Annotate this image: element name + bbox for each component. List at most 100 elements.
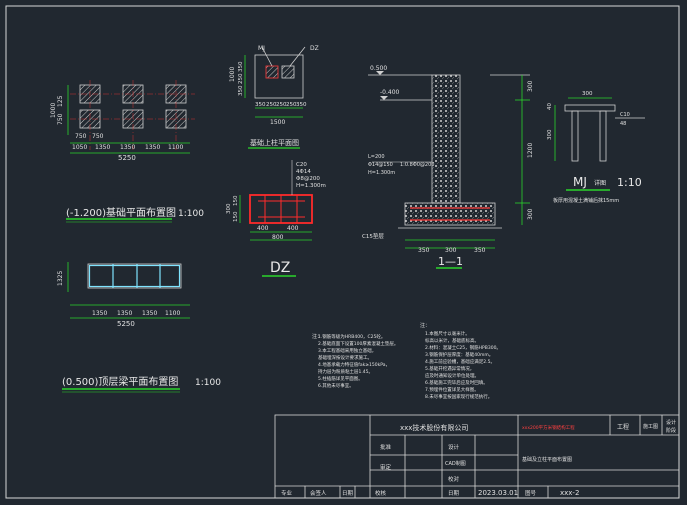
row-label: CAD制图 xyxy=(445,460,466,467)
foundation-plan xyxy=(67,80,195,154)
section-note: L=200 xyxy=(368,154,385,160)
drawing-date: 2023.03.01 xyxy=(478,489,518,497)
signoff-label: 专业 xyxy=(281,489,293,497)
dz-title: DZ xyxy=(270,260,290,276)
foundation-plan-dim: 125 xyxy=(57,95,64,107)
section-dim: 300 xyxy=(527,208,534,220)
section-note: Φ14@150 xyxy=(368,162,393,168)
signoff-label: 校核 xyxy=(375,489,387,497)
beam-plan-dim: 1350 xyxy=(92,310,107,317)
drawing-number: xxx-2 xyxy=(560,489,579,497)
footing-detail-dim: 350 xyxy=(238,61,244,72)
mj-detail xyxy=(554,97,645,162)
section-dim: 300 xyxy=(445,247,457,254)
signoff-label: 会签人 xyxy=(310,489,327,497)
beam-plan-dim: 1350 xyxy=(142,310,157,317)
foundation-plan-dim: 750 xyxy=(75,133,87,140)
beam-plan-dim: 1100 xyxy=(165,310,180,317)
svg-text:7.预埋件位置详见大样图。: 7.预埋件位置详见大样图。 xyxy=(425,386,479,393)
row-label: 设计 xyxy=(448,443,460,451)
dz-dim: 300 xyxy=(226,203,232,214)
section-dim: 1200 xyxy=(527,143,534,158)
svg-text:6.其他未尽事宜。: 6.其他未尽事宜。 xyxy=(318,382,354,389)
section-note: H=1.300m xyxy=(368,170,395,176)
dz-section xyxy=(239,160,313,241)
footing-detail-dim: 1000 xyxy=(229,67,236,82)
section-dim: 350 xyxy=(474,247,486,254)
svg-text:2.材料：混凝土C25，钢筋HPB300。: 2.材料：混凝土C25，钢筋HPB300。 xyxy=(425,344,501,351)
dz-dim: 400 xyxy=(257,225,269,232)
row-label: 批准 xyxy=(380,443,392,451)
svg-text:3.本工程基础采用独立基础，: 3.本工程基础采用独立基础， xyxy=(318,347,376,354)
svg-text:4.施工前应验槽，基础应满足2.5。: 4.施工前应验槽，基础应满足2.5。 xyxy=(425,358,495,365)
dz-dim: 150 xyxy=(233,195,239,206)
beam-plan-scale: 1:100 xyxy=(195,378,221,388)
notes-right-title: 注： xyxy=(420,322,430,329)
row-label: 审定 xyxy=(380,463,392,471)
section-1-1 xyxy=(368,71,530,249)
mj-suffix: 详图 xyxy=(594,179,606,187)
svg-text:持力层为粉质粘土层1.45。: 持力层为粉质粘土层1.45。 xyxy=(318,368,373,375)
section-elev-mid: -0.400 xyxy=(380,89,400,96)
footing-detail-dim: 350 xyxy=(296,102,307,108)
dz-dim: 800 xyxy=(272,234,284,241)
mj-dim: 40 xyxy=(547,103,553,110)
section-dim: 300 xyxy=(527,80,534,92)
footing-detail-dim: 1500 xyxy=(270,119,285,126)
mj-label: 48 xyxy=(620,121,626,127)
footing-detail xyxy=(244,46,306,118)
svg-text:2.基础底面下设置100厚素混凝土垫层。: 2.基础底面下设置100厚素混凝土垫层。 xyxy=(318,340,398,347)
company-name: xxx技术股份有限公司 xyxy=(400,423,468,432)
svg-text:应及时通知设计单位处理。: 应及时通知设计单位处理。 xyxy=(425,372,479,379)
svg-text:1.钢筋等级为HRB400，C25砼。: 1.钢筋等级为HRB400，C25砼。 xyxy=(318,333,385,340)
foundation-plan-dim: 1050 xyxy=(72,144,87,151)
beam-plan-dim: 1325 xyxy=(57,271,64,286)
drawing-name: 基础及立柱平面布置图 xyxy=(522,456,572,463)
mj-scale: 1:10 xyxy=(617,176,642,189)
svg-text:标高以米计，基础底标高。: 标高以米计，基础底标高。 xyxy=(425,337,479,344)
project-name: xxx200平方米钢结构工程 xyxy=(522,424,575,431)
foundation-plan-dim: 750 xyxy=(57,113,64,125)
foundation-plan-dim: 5250 xyxy=(118,154,136,162)
notes-right: 1.本图尺寸以毫米计。 标高以米计，基础底标高。 2.材料：混凝土C25，钢筋H… xyxy=(425,330,501,400)
svg-text:5.柱插筋详见平面图。: 5.柱插筋详见平面图。 xyxy=(318,375,363,382)
dz-note: H=1.300m xyxy=(296,183,326,189)
foundation-plan-title: (-1.200)基础平面布置图 xyxy=(66,206,176,219)
svg-text:基础埋深按设计要求施工。: 基础埋深按设计要求施工。 xyxy=(318,354,372,361)
signoff-label: 日期 xyxy=(342,490,354,497)
section-pad-label: C15垫层 xyxy=(362,232,384,240)
section-note: 1:0.8Φ0@200 xyxy=(400,162,434,168)
svg-text:6.基础施工完毕后应及时回填。: 6.基础施工完毕后应及时回填。 xyxy=(425,379,488,386)
footing-detail-caption: 基础上柱平面图 xyxy=(250,138,299,147)
footing-detail-dim: 250 xyxy=(276,102,287,108)
footing-detail-dim: 350 xyxy=(238,85,244,96)
beam-plan xyxy=(67,262,190,319)
notes-left: 1.钢筋等级为HRB400，C25砼。 2.基础底面下设置100厚素混凝土垫层。… xyxy=(318,333,398,389)
dz-note: C20 xyxy=(296,162,307,168)
svg-text:8.未尽事宜按国家现行规范执行。: 8.未尽事宜按国家现行规范执行。 xyxy=(425,393,492,400)
dz-note: 4Φ14 xyxy=(296,169,311,175)
footing-detail-dim: 350 xyxy=(255,102,266,108)
notes-left-title: 注： xyxy=(312,333,322,340)
section-dim: 350 xyxy=(418,247,430,254)
foundation-plan-scale: 1:100 xyxy=(178,209,204,219)
beam-plan-dim: 5250 xyxy=(117,320,135,328)
foundation-plan-dim: 1100 xyxy=(168,144,183,151)
svg-text:3.钢筋保护层厚度：基础40mm。: 3.钢筋保护层厚度：基础40mm。 xyxy=(425,351,493,358)
sheet-outer-border xyxy=(5,5,680,499)
svg-text:5.基础开挖遇异常情况，: 5.基础开挖遇异常情况， xyxy=(425,365,474,372)
design-label: 设计 xyxy=(666,419,676,426)
beam-plan-dim: 1350 xyxy=(117,310,132,317)
beam-plan-title: (0.500)顶层梁平面布置图 xyxy=(62,375,178,388)
mj-dim: 300 xyxy=(547,129,553,140)
mj-label: C10 xyxy=(620,112,630,118)
mj-title: MJ xyxy=(573,175,587,189)
footing-detail-dim: 250 xyxy=(266,102,277,108)
drawing-number-label: 图号 xyxy=(525,489,537,497)
foundation-plan-dim: 1350 xyxy=(95,144,110,151)
dz-note: Φ8@200 xyxy=(296,176,320,182)
footing-label-mj: MJ xyxy=(258,45,265,52)
footing-label-dz: DZ xyxy=(310,45,319,52)
svg-text:1.本图尺寸以毫米计。: 1.本图尺寸以毫米计。 xyxy=(425,330,470,337)
